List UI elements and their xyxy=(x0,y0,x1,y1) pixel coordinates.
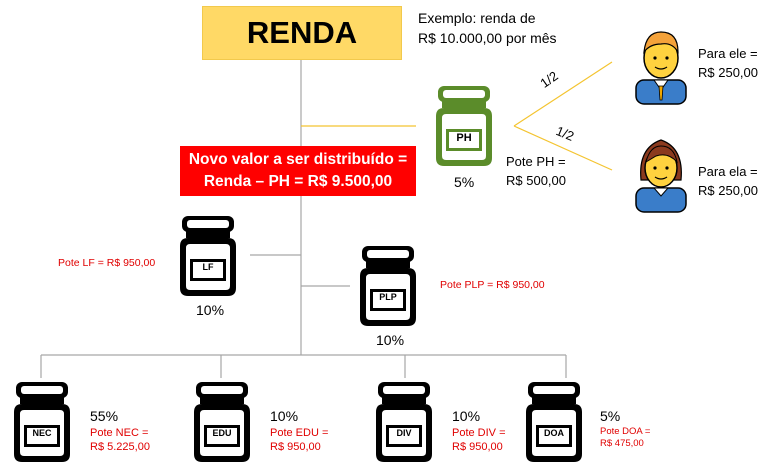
doa-pote: Pote DOA = R$ 475,00 xyxy=(600,426,650,450)
man-avatar-icon xyxy=(635,31,687,105)
doa-pote-line1: Pote DOA = xyxy=(600,426,651,437)
edu-jar-label: EDU xyxy=(212,428,232,438)
plp-pote: Pote PLP = R$ 950,00 xyxy=(440,279,545,291)
new-value-line2: Renda – PH = R$ 9.500,00 xyxy=(203,173,393,190)
div-jar-icon xyxy=(376,382,432,462)
div-percent: 10% xyxy=(452,408,481,424)
div-pote-line1: Pote DIV = xyxy=(452,427,506,439)
connector-lines xyxy=(40,58,567,378)
ela-text: Para ela = R$ 250,00 xyxy=(698,162,758,200)
nec-pote-line1: Pote NEC = xyxy=(90,427,149,439)
edu-jar-icon xyxy=(194,382,250,462)
split-arrows xyxy=(513,61,613,171)
lf-jar-label: LF xyxy=(202,262,214,272)
ph-percent: 5% xyxy=(454,174,475,190)
ph-pote-line1: Pote PH = xyxy=(506,154,566,169)
example-text: Exemplo: renda de R$ 10.000,00 por mês xyxy=(418,8,557,48)
ela-line2: R$ 250,00 xyxy=(698,183,758,198)
doa-jar-icon xyxy=(526,382,582,462)
ela-line1: Para ela = xyxy=(698,164,758,179)
woman-avatar-icon xyxy=(635,139,687,213)
doa-pote-line2: R$ 475,00 xyxy=(600,438,644,449)
lf-percent: 10% xyxy=(196,302,225,318)
nec-jar-label: NEC xyxy=(32,428,52,438)
ele-text: Para ele = R$ 250,00 xyxy=(698,44,758,82)
edu-pote-line1: Pote EDU = xyxy=(270,427,329,439)
plp-jar-icon xyxy=(360,246,416,326)
plp-percent: 10% xyxy=(376,332,405,348)
ph-jar-label: PH xyxy=(456,132,472,144)
plp-jar-label: PLP xyxy=(379,292,397,302)
ele-line2: R$ 250,00 xyxy=(698,65,758,80)
nec-pote: Pote NEC = R$ 5.225,00 xyxy=(90,426,150,454)
example-line2: R$ 10.000,00 por mês xyxy=(418,30,557,46)
nec-percent: 55% xyxy=(90,408,119,424)
ph-pote-line2: R$ 500,00 xyxy=(506,173,566,188)
lf-jar-icon xyxy=(180,216,236,296)
edu-percent: 10% xyxy=(270,408,299,424)
div-pote-line2: R$ 950,00 xyxy=(452,441,503,453)
div-jar-label: DIV xyxy=(396,428,412,438)
example-line1: Exemplo: renda de xyxy=(418,10,536,26)
renda-title: RENDA xyxy=(202,6,402,60)
edu-pote-line2: R$ 950,00 xyxy=(270,441,321,453)
div-pote: Pote DIV = R$ 950,00 xyxy=(452,426,506,454)
ph-pote: Pote PH = R$ 500,00 xyxy=(506,152,566,190)
doa-jar-label: DOA xyxy=(544,428,564,438)
lf-pote: Pote LF = R$ 950,00 xyxy=(58,257,156,269)
nec-jar-icon xyxy=(14,382,70,462)
edu-pote: Pote EDU = R$ 950,00 xyxy=(270,426,328,454)
doa-percent: 5% xyxy=(600,408,621,424)
ele-line1: Para ele = xyxy=(698,46,758,61)
new-value-box: Novo valor a ser distribuído = Renda – P… xyxy=(180,146,416,196)
ph-jar-icon xyxy=(436,86,492,166)
nec-pote-line2: R$ 5.225,00 xyxy=(90,441,150,453)
new-value-line1: Novo valor a ser distribuído = xyxy=(188,151,408,168)
